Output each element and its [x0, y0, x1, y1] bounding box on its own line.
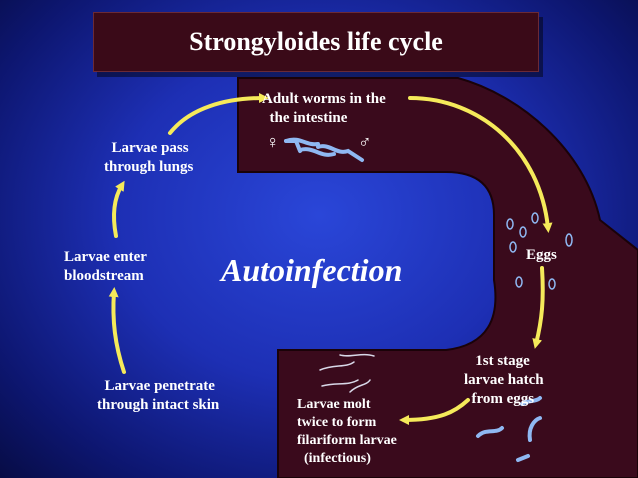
arrow-bloodstream-to-lungs	[112, 180, 125, 238]
arrow-first-stage-to-molt	[399, 398, 470, 425]
slide-title: Strongyloides life cycle	[189, 27, 443, 56]
title-bar: Strongyloides life cycle	[93, 12, 539, 72]
adult-worms-label: Adult worms in the the intestine	[262, 91, 386, 126]
filariform-larvae-icon	[319, 353, 375, 393]
female-symbol: ♀	[266, 132, 280, 152]
first-stage-label: 1st stage larvae hatch from eggs	[464, 353, 544, 407]
arrow-adults-to-eggs	[408, 96, 553, 233]
cycle-arrows	[108, 93, 553, 425]
male-symbol: ♂	[358, 132, 372, 152]
intestine-shape	[237, 77, 638, 478]
arrow-lungs-to-adults	[168, 93, 269, 135]
lungs-label: Larvae pass through lungs	[104, 140, 194, 175]
penetrate-label: Larvae penetrate through intact skin	[97, 378, 220, 413]
eggs-icon	[506, 212, 573, 290]
bloodstream-label: Larvae enter bloodstream	[64, 249, 147, 284]
arrow-eggs-to-first-stage	[532, 266, 545, 349]
arrow-skin-to-bloodstream	[108, 287, 126, 374]
first-stage-larvae-icon	[476, 396, 542, 462]
molt-label: Larvae molt twice to form filariform lar…	[297, 397, 397, 466]
adult-worms-icon	[284, 137, 364, 162]
autoinfection-label: Autoinfection	[221, 252, 403, 288]
eggs-label: Eggs	[526, 247, 557, 263]
